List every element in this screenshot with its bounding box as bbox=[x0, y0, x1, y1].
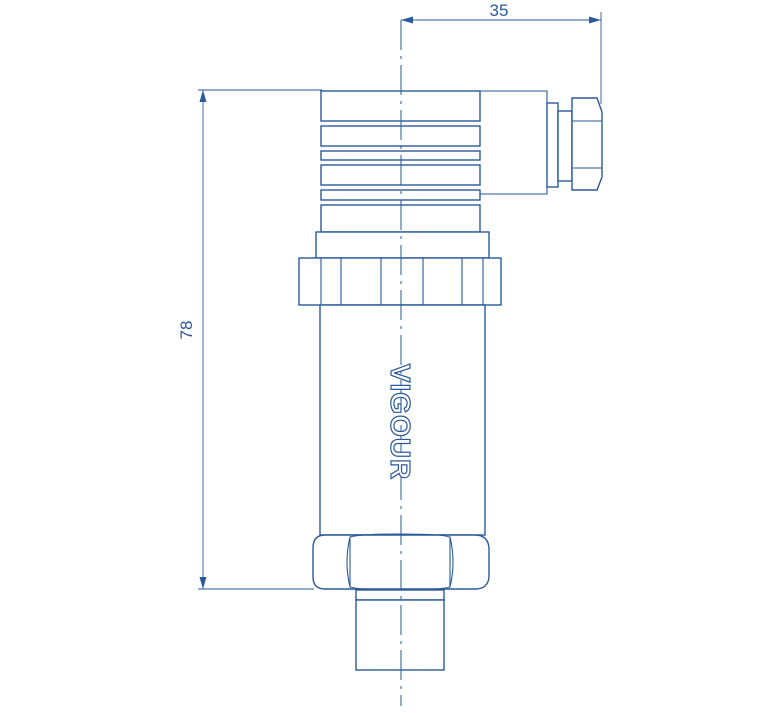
gland-neck bbox=[557, 110, 573, 182]
knurled-nut bbox=[298, 257, 502, 306]
brand-logo-text: VIGOUR bbox=[385, 364, 416, 480]
thread-body bbox=[355, 599, 445, 671]
height-arrow-bottom bbox=[199, 577, 207, 589]
width-dimension-label: 35 bbox=[490, 1, 509, 20]
upper-collar bbox=[315, 231, 490, 259]
sensor-body bbox=[319, 304, 486, 536]
gland-nut bbox=[571, 97, 603, 191]
thread-connection bbox=[355, 589, 445, 671]
thread-shoulder bbox=[355, 589, 445, 601]
gland-housing bbox=[480, 90, 548, 195]
height-arrow-top bbox=[199, 90, 207, 102]
knurled-nut-body bbox=[298, 257, 502, 306]
gland-collar bbox=[546, 102, 559, 188]
width-arrow-left bbox=[401, 16, 413, 24]
cable-gland bbox=[480, 90, 603, 195]
width-dimension: 35 bbox=[401, 1, 602, 104]
height-dimension-label: 78 bbox=[177, 321, 196, 340]
height-dimension: 78 bbox=[177, 89, 322, 590]
width-arrow-right bbox=[589, 16, 601, 24]
